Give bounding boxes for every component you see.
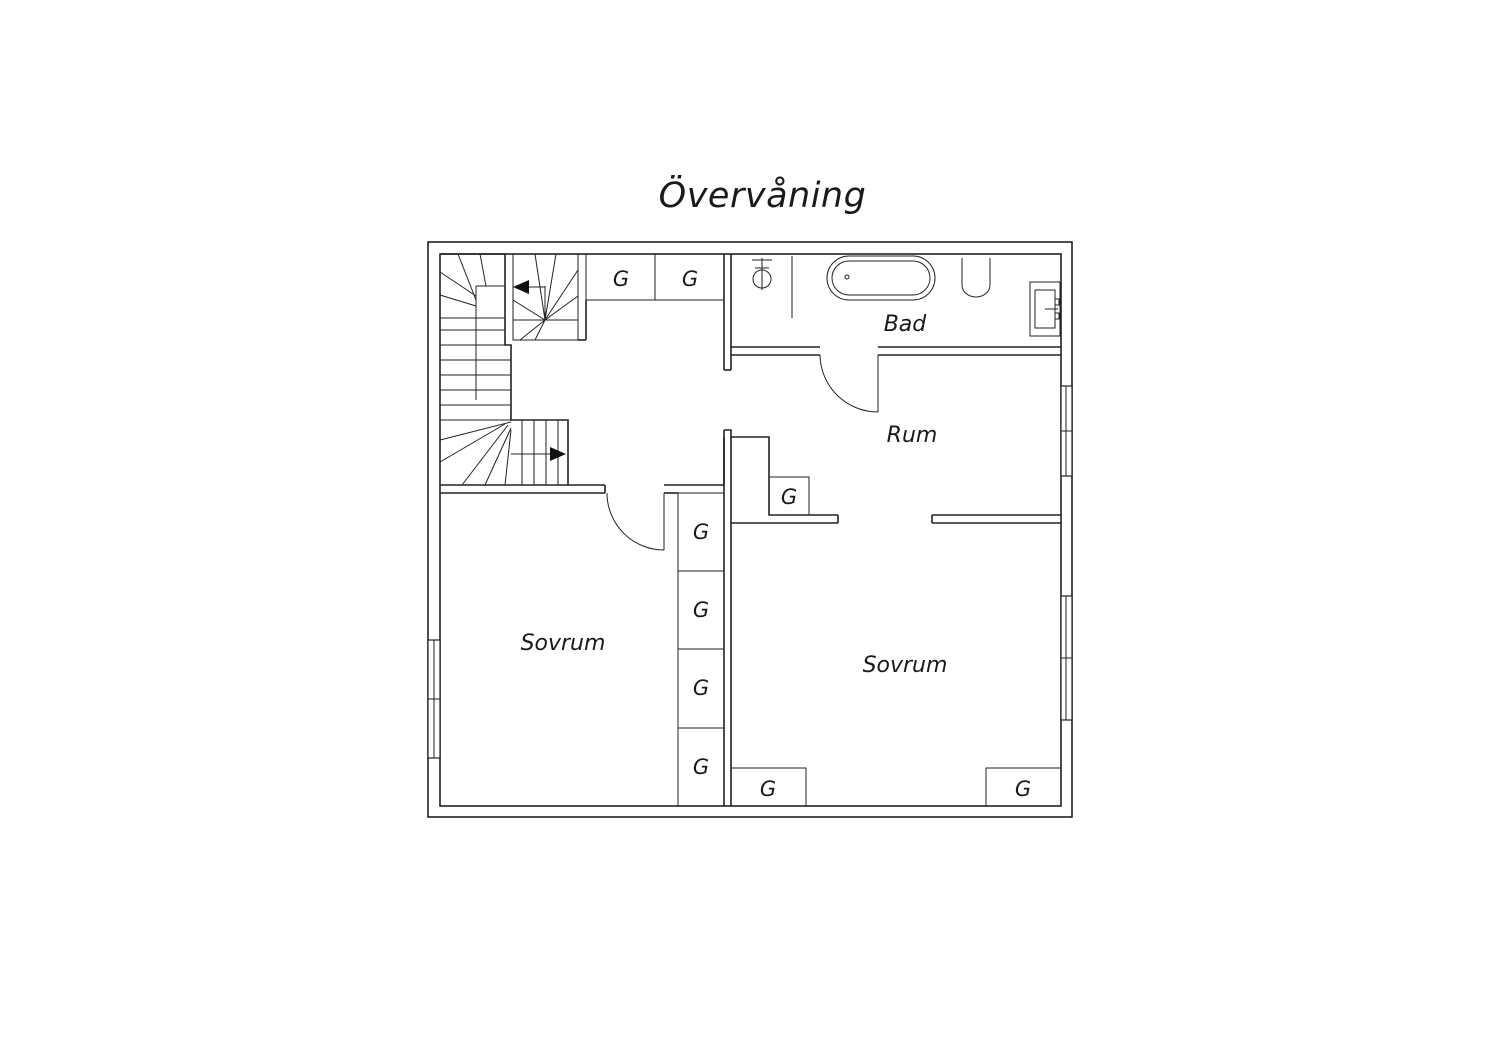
room-label-bad: Bad xyxy=(884,312,928,337)
arrow-right-icon xyxy=(550,447,566,461)
window-right-top xyxy=(1060,385,1073,477)
bedroom-closets: G G xyxy=(730,767,1062,807)
closet-label: G xyxy=(1015,777,1031,801)
closet-label: G xyxy=(693,520,709,544)
closet-label: G xyxy=(682,267,698,291)
shower-icon xyxy=(752,256,793,318)
outer-wall xyxy=(427,241,1073,818)
windows xyxy=(427,385,1073,759)
closet-label: G xyxy=(693,755,709,779)
closet-label: G xyxy=(781,485,797,509)
plan-title: Övervåning xyxy=(658,176,867,216)
bathroom: Bad xyxy=(723,254,1061,413)
left-bedroom-walls xyxy=(440,430,725,551)
closet-label: G xyxy=(760,777,776,801)
room-label-sovrum-left: Sovrum xyxy=(521,631,606,656)
arrow-left-icon xyxy=(513,280,529,294)
room-label-sovrum-right: Sovrum xyxy=(863,653,948,678)
window-right-bottom xyxy=(1060,595,1073,721)
toilet-icon xyxy=(961,258,991,298)
inner-wall xyxy=(439,253,1062,807)
bathtub-icon xyxy=(826,255,936,301)
closet-column: G G G G xyxy=(677,492,725,807)
closet-label: G xyxy=(693,676,709,700)
closet-label: G xyxy=(693,598,709,622)
staircase xyxy=(439,253,579,486)
closet-label: G xyxy=(613,267,629,291)
window-left xyxy=(427,639,441,759)
sink-icon xyxy=(1029,281,1061,337)
central-walls: G xyxy=(723,429,1061,806)
top-closets: G G xyxy=(578,253,725,341)
room-label-rum: Rum xyxy=(887,423,938,448)
